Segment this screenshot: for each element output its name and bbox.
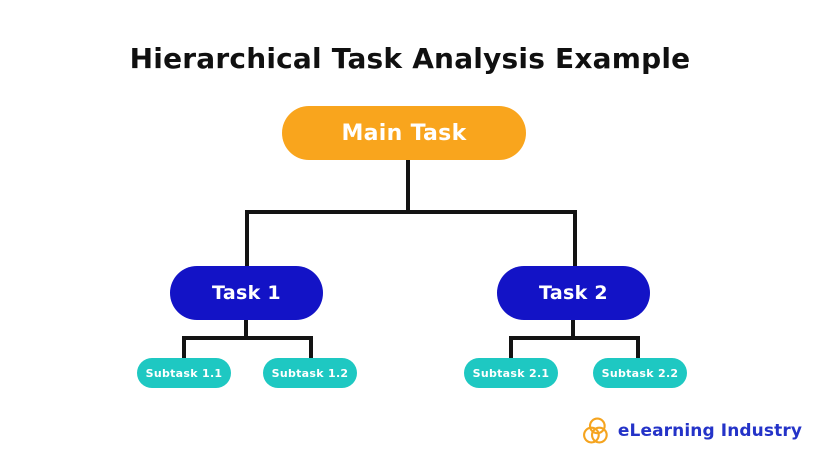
logo-circle-left — [582, 426, 600, 444]
brand-logo-text: eLearning Industry — [617, 421, 802, 441]
connector-drop-subtask11 — [182, 336, 186, 360]
brand-logo: eLearning Industry — [581, 416, 802, 446]
node-task-1: Task 1 — [170, 266, 323, 320]
connector-drop-subtask22 — [636, 336, 640, 360]
connector-level1-horizontal — [245, 210, 577, 214]
node-subtask-1-2: Subtask 1.2 — [263, 358, 357, 388]
connector-task2-horizontal — [509, 336, 640, 340]
logo-circle-top — [588, 417, 606, 435]
logo-circle-right — [590, 426, 608, 444]
diagram-title: Hierarchical Task Analysis Example — [129, 42, 691, 75]
connector-drop-subtask21 — [509, 336, 513, 360]
connector-task1-down — [244, 320, 248, 339]
node-subtask-2-2: Subtask 2.2 — [593, 358, 687, 388]
connector-drop-task2 — [573, 210, 577, 268]
connector-task1-horizontal — [182, 336, 313, 340]
node-subtask-1-1: Subtask 1.1 — [137, 358, 231, 388]
connector-drop-subtask12 — [309, 336, 313, 360]
elearning-industry-logo-icon — [582, 417, 608, 444]
node-task-2: Task 2 — [497, 266, 650, 320]
connector-task2-down — [571, 320, 575, 339]
node-subtask-2-1: Subtask 2.1 — [464, 358, 558, 388]
node-main-task: Main Task — [282, 106, 526, 160]
connector-drop-task1 — [245, 210, 249, 268]
connector-main-down — [406, 160, 410, 214]
